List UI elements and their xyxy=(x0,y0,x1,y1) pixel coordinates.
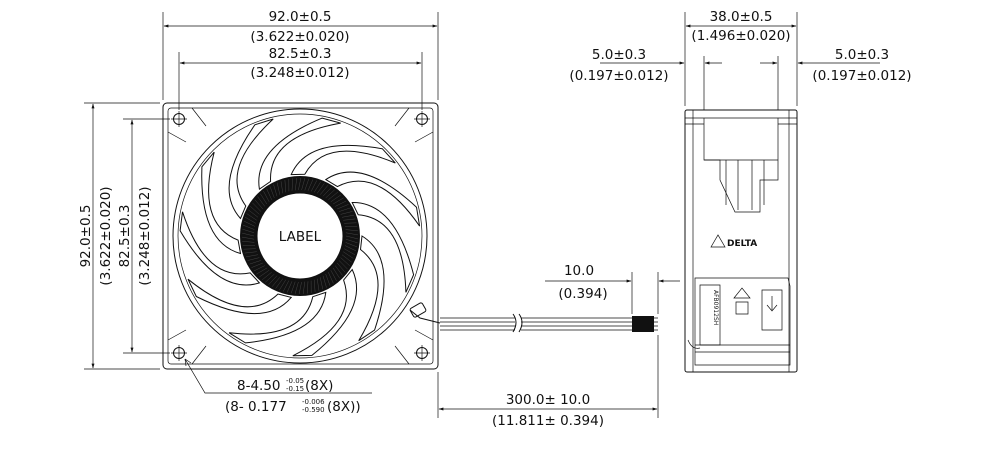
dim-strip-length: 10.0 xyxy=(564,263,594,279)
mounting-hole-top-left xyxy=(171,111,187,127)
fan-blade xyxy=(187,278,293,314)
fan-blade xyxy=(228,291,327,344)
hole-spec-in: (8- 0.177 xyxy=(225,399,287,415)
fan-blade xyxy=(290,144,396,176)
dim-flange-right-in: (0.197±0.012) xyxy=(812,68,911,84)
hole-spec-leader xyxy=(184,358,372,394)
fan-blade xyxy=(351,201,415,293)
dim-height-total: 92.0±0.5 xyxy=(78,205,94,268)
hole-spec-in-tol-lower: -0.590 xyxy=(302,406,325,414)
fan-blade xyxy=(179,211,261,286)
svg-text:8-4.50: 8-4.50 xyxy=(237,378,281,394)
fan-blade xyxy=(292,268,358,357)
fan-venturi xyxy=(172,108,428,364)
hole-spec-in-suffix: (8X)) xyxy=(327,399,361,415)
fan-blade xyxy=(201,151,242,255)
fan-blades xyxy=(179,117,421,357)
fan-blade xyxy=(358,235,385,342)
dim-flange-right: 5.0±0.3 xyxy=(835,47,889,63)
dim-width-holes-in: (3.248±0.012) xyxy=(250,65,349,81)
hub-label: LABEL xyxy=(279,229,322,245)
dim-lead-length: 300.0± 10.0 xyxy=(506,392,590,408)
hole-spec: 8-4.50 xyxy=(237,378,281,394)
fan-lead-wire xyxy=(409,302,658,333)
mounting-hole-top-right xyxy=(414,111,430,127)
hole-spec-tol-upper: -0.05 xyxy=(286,377,304,385)
dim-width-total: 92.0±0.5 xyxy=(269,9,332,25)
fan-blade xyxy=(228,118,274,220)
dim-depth: 38.0±0.5 xyxy=(710,9,773,25)
dim-height-holes-in: (3.248±0.012) xyxy=(137,186,153,285)
hole-spec-suffix: (8X) xyxy=(305,378,333,394)
hole-spec-tol-lower: -0.15 xyxy=(286,385,304,393)
dim-width-holes: 82.5±0.3 xyxy=(269,46,332,62)
fan-frame xyxy=(162,102,439,370)
fan-side-view: DELTA AFB0912SH xyxy=(684,109,798,373)
dim-lead-length-in: (11.811± 0.394) xyxy=(492,413,604,429)
dim-depth-in: (1.496±0.020) xyxy=(691,28,790,44)
fan-blade xyxy=(258,117,341,190)
mounting-hole-bottom-right xyxy=(414,345,430,361)
fan-side-body xyxy=(684,109,798,373)
dim-height-total-in: (3.622±0.020) xyxy=(98,186,114,285)
dim-flange-left-in: (0.197±0.012) xyxy=(569,68,668,84)
dim-width-total-in: (3.622±0.020) xyxy=(250,29,349,45)
dim-height-holes: 82.5±0.3 xyxy=(117,205,133,268)
wire-stripped-ends xyxy=(632,316,654,332)
fan-blade xyxy=(324,171,421,227)
model-text: AFB0912SH xyxy=(712,290,719,325)
fan-front-view: LABEL xyxy=(162,102,439,370)
dim-flange-left: 5.0±0.3 xyxy=(592,47,646,63)
dim-strip-length-in: (0.394) xyxy=(558,286,607,302)
delta-logo: DELTA xyxy=(710,234,757,249)
mounting-hole-bottom-left xyxy=(171,345,187,361)
hole-spec-in-tol-upper: -0.006 xyxy=(302,398,325,406)
brand-text: DELTA xyxy=(727,239,757,249)
